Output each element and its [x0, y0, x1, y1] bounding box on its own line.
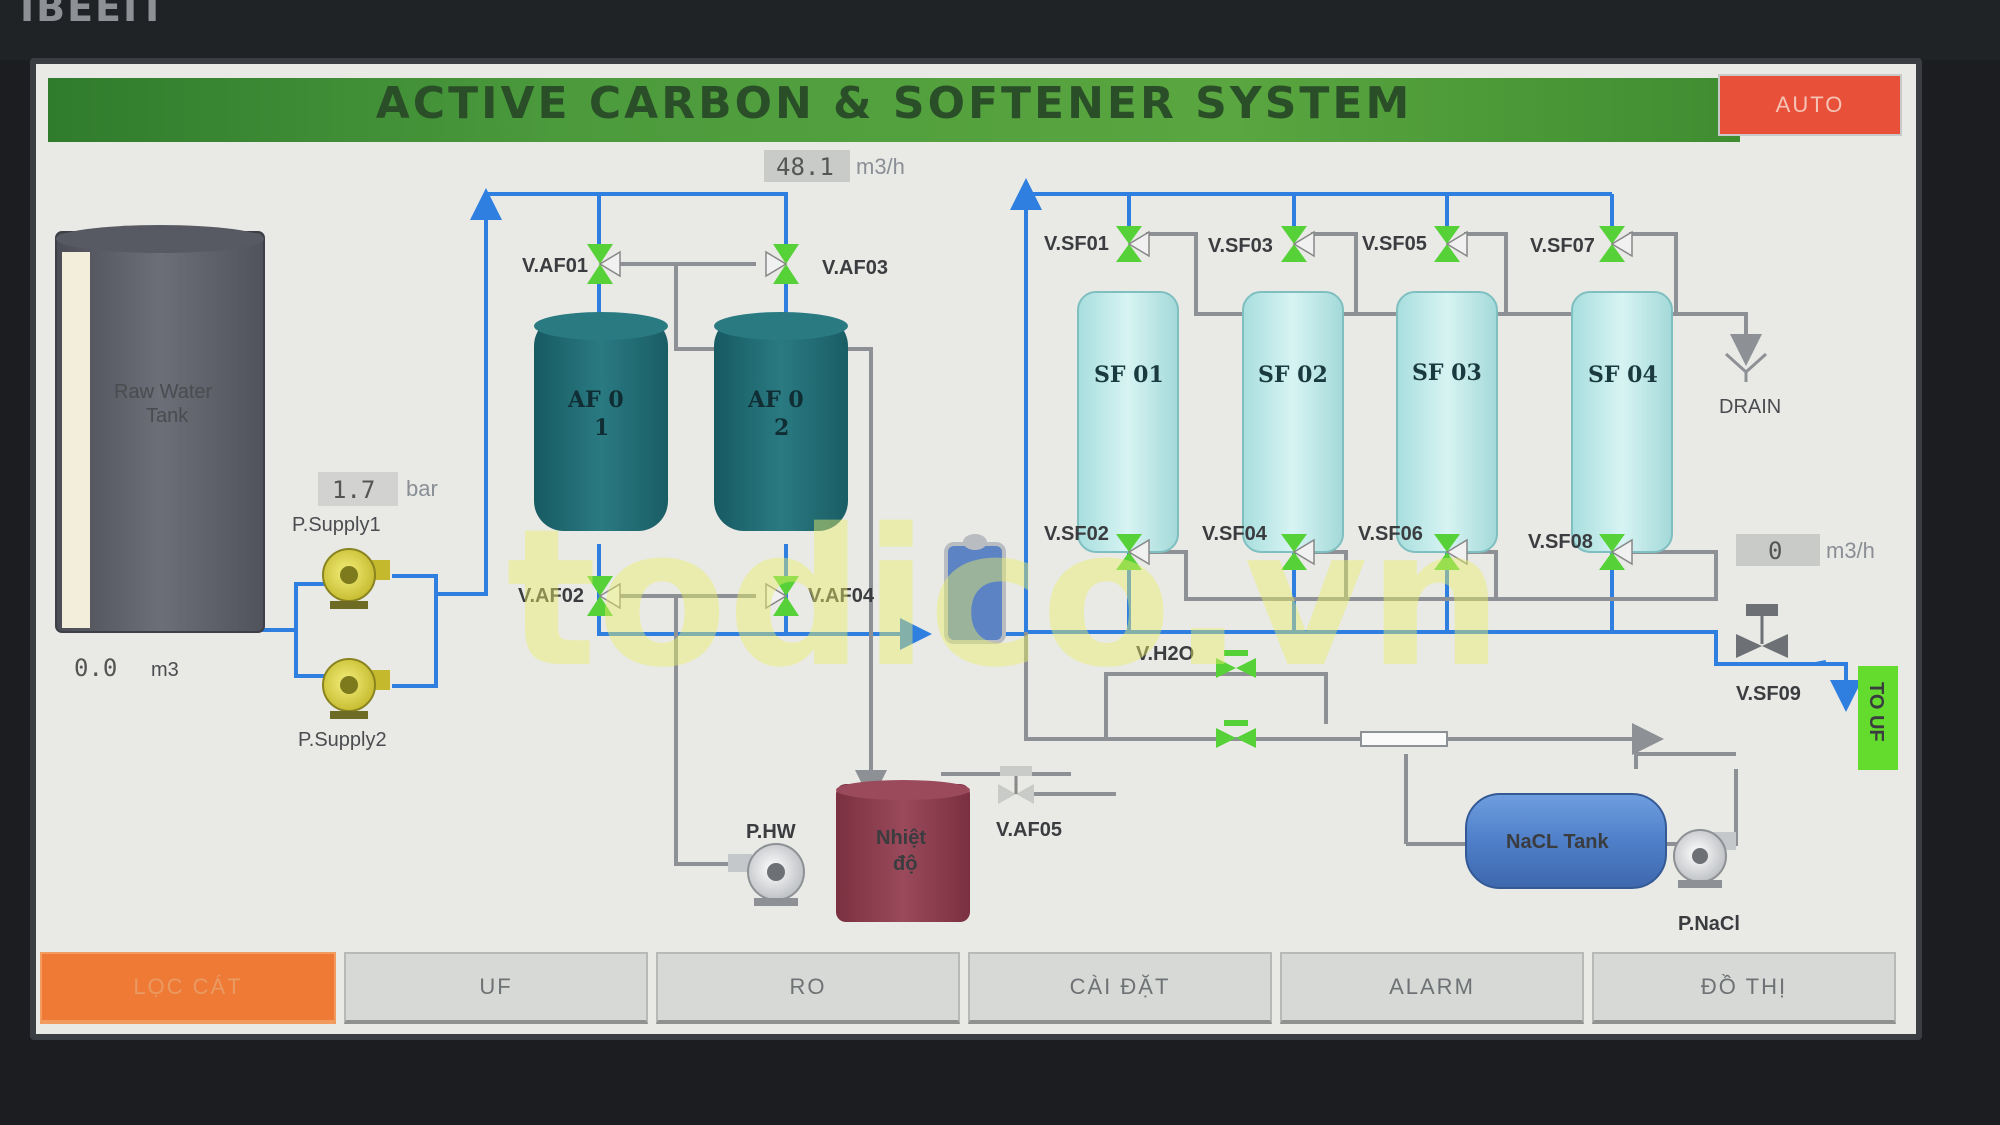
flow-top-unit: m3/h: [856, 154, 905, 179]
flow-out-unit: m3/h: [1826, 538, 1875, 563]
pump-supply1-icon[interactable]: [322, 548, 390, 609]
tab-uf[interactable]: UF: [344, 952, 648, 1024]
pump-supply2-label: P.Supply2: [298, 729, 387, 751]
monitor-bezel: IBEEIT: [0, 0, 2000, 60]
brand-logo: IBEEIT: [20, 0, 168, 30]
valve-af02-label: V.AF02: [518, 585, 584, 607]
valve-af04-icon[interactable]: [765, 576, 799, 616]
auto-mode-button[interactable]: AUTO: [1718, 74, 1902, 136]
pressure-value: 1.7: [332, 476, 375, 504]
raw-water-tank[interactable]: [55, 225, 265, 633]
valve-af05-icon[interactable]: [998, 766, 1116, 804]
valve-sf07-icon[interactable]: [1599, 226, 1633, 262]
raw-tank-label-2: Tank: [146, 405, 189, 427]
valve-sf05-label: V.SF05: [1362, 233, 1427, 255]
valve-sf01-label: V.SF01: [1044, 233, 1109, 255]
heat-tank-label-2: độ: [893, 853, 917, 875]
valve-sf08-icon[interactable]: [1599, 534, 1633, 570]
valve-sf08-label: V.SF08: [1528, 531, 1593, 553]
flow-top-box: [764, 150, 850, 182]
pump-hw-label: P.HW: [746, 821, 796, 843]
valve-sf02-icon[interactable]: [1116, 534, 1150, 570]
valve-sf04-icon[interactable]: [1281, 534, 1315, 570]
sf-tank-2-label: SF 02: [1258, 362, 1328, 388]
valve-h2o-label: V.H2O: [1136, 643, 1194, 665]
sf-tank-1-label: SF 01: [1094, 362, 1164, 388]
af-tank-1[interactable]: [534, 312, 668, 531]
tab-ro[interactable]: RO: [656, 952, 960, 1024]
flow-top-value: 48.1: [776, 153, 834, 181]
heat-tank-label-1: Nhiệt: [876, 827, 926, 849]
tab-graph[interactable]: ĐỒ THỊ: [1592, 952, 1896, 1024]
valve-af02-icon[interactable]: [587, 576, 621, 616]
pressure-box: [318, 472, 398, 506]
flow-out-box: [1736, 534, 1820, 566]
ejector: [1360, 731, 1448, 747]
page-title: ACTIVE CARBON & SOFTENER SYSTEM: [375, 78, 1413, 129]
sf-tank-4-label: SF 04: [1588, 362, 1658, 388]
valve-sf03-label: V.SF03: [1208, 235, 1273, 257]
process-diagram: DRAIN Raw Water Tank 0.0 m3 1.7 bar P.Su…: [55, 150, 1898, 935]
valve-af03-label: V.AF03: [822, 257, 888, 279]
pump-nacl-label: P.NaCl: [1678, 913, 1740, 935]
valve-sf05-icon[interactable]: [1434, 226, 1468, 262]
raw-tank-level-unit: m3: [151, 659, 179, 681]
tab-alarm[interactable]: ALARM: [1280, 952, 1584, 1024]
valve-sf09-icon[interactable]: [1736, 604, 1788, 658]
nacl-tank-label: NaCL Tank: [1506, 831, 1609, 853]
tab-settings[interactable]: CÀI ĐẶT: [968, 952, 1272, 1024]
raw-tank-level: 0.0: [74, 654, 117, 682]
af-tank-2[interactable]: [714, 312, 848, 531]
pressure-unit: bar: [406, 476, 438, 501]
to-uf-indicator[interactable]: [1858, 666, 1898, 770]
valve-h2o-icon[interactable]: [1216, 650, 1256, 678]
valve-sf06-icon[interactable]: [1434, 534, 1468, 570]
af-tank-1-label-2: 1: [594, 415, 609, 441]
pump-nacl-icon[interactable]: [1673, 829, 1736, 888]
pump-supply2-icon[interactable]: [322, 658, 390, 719]
cartridge-filter-icon: [944, 534, 1006, 644]
sf-tank-4[interactable]: [1571, 291, 1673, 553]
tab-loc-cat[interactable]: LỌC CÁT: [40, 952, 336, 1024]
valve-af01-label: V.AF01: [522, 255, 588, 277]
hmi-screen: ACTIVE CARBON & SOFTENER SYSTEM AUTO: [30, 58, 1922, 1040]
valve-h2o-secondary-icon[interactable]: [1216, 720, 1256, 748]
heat-tank[interactable]: [836, 780, 970, 922]
valve-af01-icon[interactable]: [587, 244, 621, 284]
af-tank-2-label-2: 2: [774, 415, 789, 441]
title-bar: ACTIVE CARBON & SOFTENER SYSTEM: [48, 78, 1740, 142]
af-tank-2-label-1: AF 0: [747, 387, 804, 413]
valve-sf07-label: V.SF07: [1530, 235, 1595, 257]
to-uf-label: TO UF: [1865, 682, 1887, 742]
valve-sf02-label: V.SF02: [1044, 523, 1109, 545]
valve-sf01-icon[interactable]: [1116, 226, 1150, 262]
valve-sf04-label: V.SF04: [1202, 523, 1268, 545]
drain-label: DRAIN: [1719, 396, 1781, 418]
bottom-nav: LỌC CÁT UF RO CÀI ĐẶT ALARM ĐỒ THỊ: [36, 952, 1916, 1024]
sf-tank-3-label: SF 03: [1412, 360, 1482, 386]
valve-sf03-icon[interactable]: [1281, 226, 1315, 262]
pump-supply1-label: P.Supply1: [292, 514, 381, 536]
valve-af04-label: V.AF04: [808, 585, 875, 607]
watermark: todico.vn: [506, 488, 1503, 709]
af-tank-1-label-1: AF 0: [567, 387, 624, 413]
valve-sf06-label: V.SF06: [1358, 523, 1423, 545]
valve-sf09-label: V.SF09: [1736, 683, 1801, 705]
pump-hw-icon[interactable]: [728, 843, 805, 906]
valve-af03-icon[interactable]: [765, 244, 799, 284]
raw-tank-label-1: Raw Water: [114, 381, 213, 403]
flow-out-value: 0: [1768, 537, 1782, 565]
drain-symbol: [1724, 352, 1768, 382]
valve-af05-label: V.AF05: [996, 819, 1062, 841]
nacl-tank[interactable]: [1465, 793, 1667, 889]
